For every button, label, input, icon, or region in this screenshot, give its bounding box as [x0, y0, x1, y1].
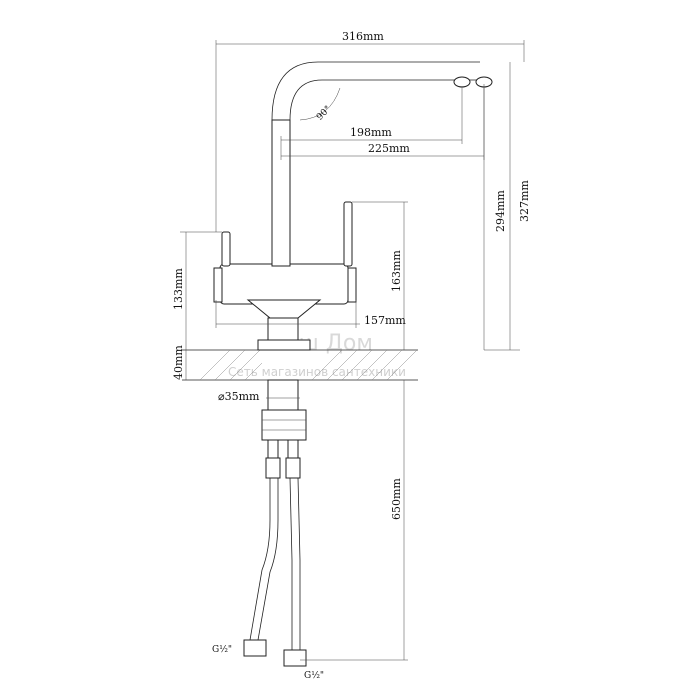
dimension-body-width: 157mm: [215, 300, 406, 328]
dimension-heights: 294mm 327mm: [483, 62, 531, 351]
dim-spout-height: 294mm: [494, 190, 507, 232]
dimension-shank-diameter: ⌀35mm: [218, 390, 300, 403]
under-counter-assembly: [261, 379, 307, 479]
dim-total-reach: 316mm: [342, 30, 384, 43]
thread-label-right: G½": [304, 670, 324, 681]
dimension-base-thickness: 40mm: [172, 345, 187, 380]
dim-handle-height: 163mm: [390, 250, 403, 292]
dimension-total-reach: 316mm: [215, 30, 525, 232]
dim-body-height: 133mm: [172, 268, 185, 310]
dimension-hose-length: 650mm: [300, 380, 408, 661]
dim-spout-angle: 90°: [315, 104, 333, 122]
dimension-body-height: 133mm: [172, 231, 222, 350]
dim-base-thickness: 40mm: [172, 345, 185, 380]
dimension-outlet-reach-1: 198mm: [281, 86, 463, 144]
flexible-hoses: [243, 477, 307, 667]
dim-outlet-reach-2: 225mm: [368, 142, 410, 155]
dim-total-height: 327mm: [518, 180, 531, 222]
dimension-spout-angle: 90°: [299, 87, 341, 123]
dim-hose-length: 650mm: [390, 478, 403, 520]
countertop-hatching: [199, 349, 418, 381]
dim-body-width: 157mm: [364, 314, 406, 327]
faucet-body: [213, 61, 493, 351]
dim-outlet-reach-1: 198mm: [350, 126, 392, 139]
dimension-outlet-reach-2: 225mm: [280, 86, 485, 160]
thread-label-left: G½": [212, 644, 232, 655]
dimension-handle-height: 163mm: [352, 201, 408, 350]
dim-shank-diameter: ⌀35mm: [218, 390, 260, 403]
thread-labels: G½" G½": [212, 644, 324, 681]
watermark-subtitle: Сеть магазинов сантехники: [228, 365, 406, 379]
